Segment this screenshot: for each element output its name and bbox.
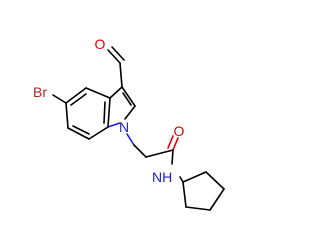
bond-cp4-cp5 [185, 206, 211, 211]
bond-c3a-c4 [85, 87, 111, 99]
bond-c3-cho [119, 62, 123, 88]
bond-cp5-cp1 [182, 181, 187, 208]
bond-cp3-cp4 [209, 188, 225, 211]
molecule-structure-diagram: O Br N O NH [33, 36, 225, 211]
bond-c5-c6 [65, 102, 69, 129]
bond-c3a-c7a-inner [103, 101, 106, 124]
bond-cp2-cp3 [205, 171, 225, 190]
bond-carbonyl-o-double-b [167, 135, 174, 149]
bond-c6-c7-inner [72, 125, 90, 135]
bond-c7a-c3a [107, 97, 111, 128]
bond-c3-c2-double [121, 86, 136, 107]
bond-c4-c5-inner [70, 93, 87, 106]
bond-c7-c7a [88, 126, 109, 140]
bond-n1-ch2 [126, 133, 135, 146]
atom-label-carbonyl-oxygen: O [174, 123, 185, 139]
bond-ch2-carbonyl [145, 149, 174, 158]
atom-label-indole-nitrogen: N [119, 119, 129, 135]
bond-ch2-ch2b [133, 144, 147, 158]
atom-label-amide-nh: NH [152, 169, 172, 185]
bond-c6-c7 [67, 127, 90, 140]
atom-label-aldehyde-oxygen: O [95, 36, 106, 52]
bond-carbonyl-nh [171, 149, 174, 165]
bond-carbonyl-o-double-a [172, 137, 179, 151]
bond-c3-c2-inner [122, 92, 132, 106]
bond-n1-c7a [107, 122, 121, 128]
bond-cp1-cp2 [182, 171, 207, 183]
bond-nh-cp1 [179, 176, 184, 183]
bond-cho-o-double-b [111, 46, 125, 61]
bond-c2-n1 [124, 105, 136, 120]
bond-c3-c3a [109, 86, 123, 99]
atom-label-bromine: Br [33, 84, 47, 100]
bond-c5-br [52, 94, 67, 104]
bond-cho-o-double-a [107, 49, 121, 64]
bond-c4-c5 [65, 87, 87, 104]
